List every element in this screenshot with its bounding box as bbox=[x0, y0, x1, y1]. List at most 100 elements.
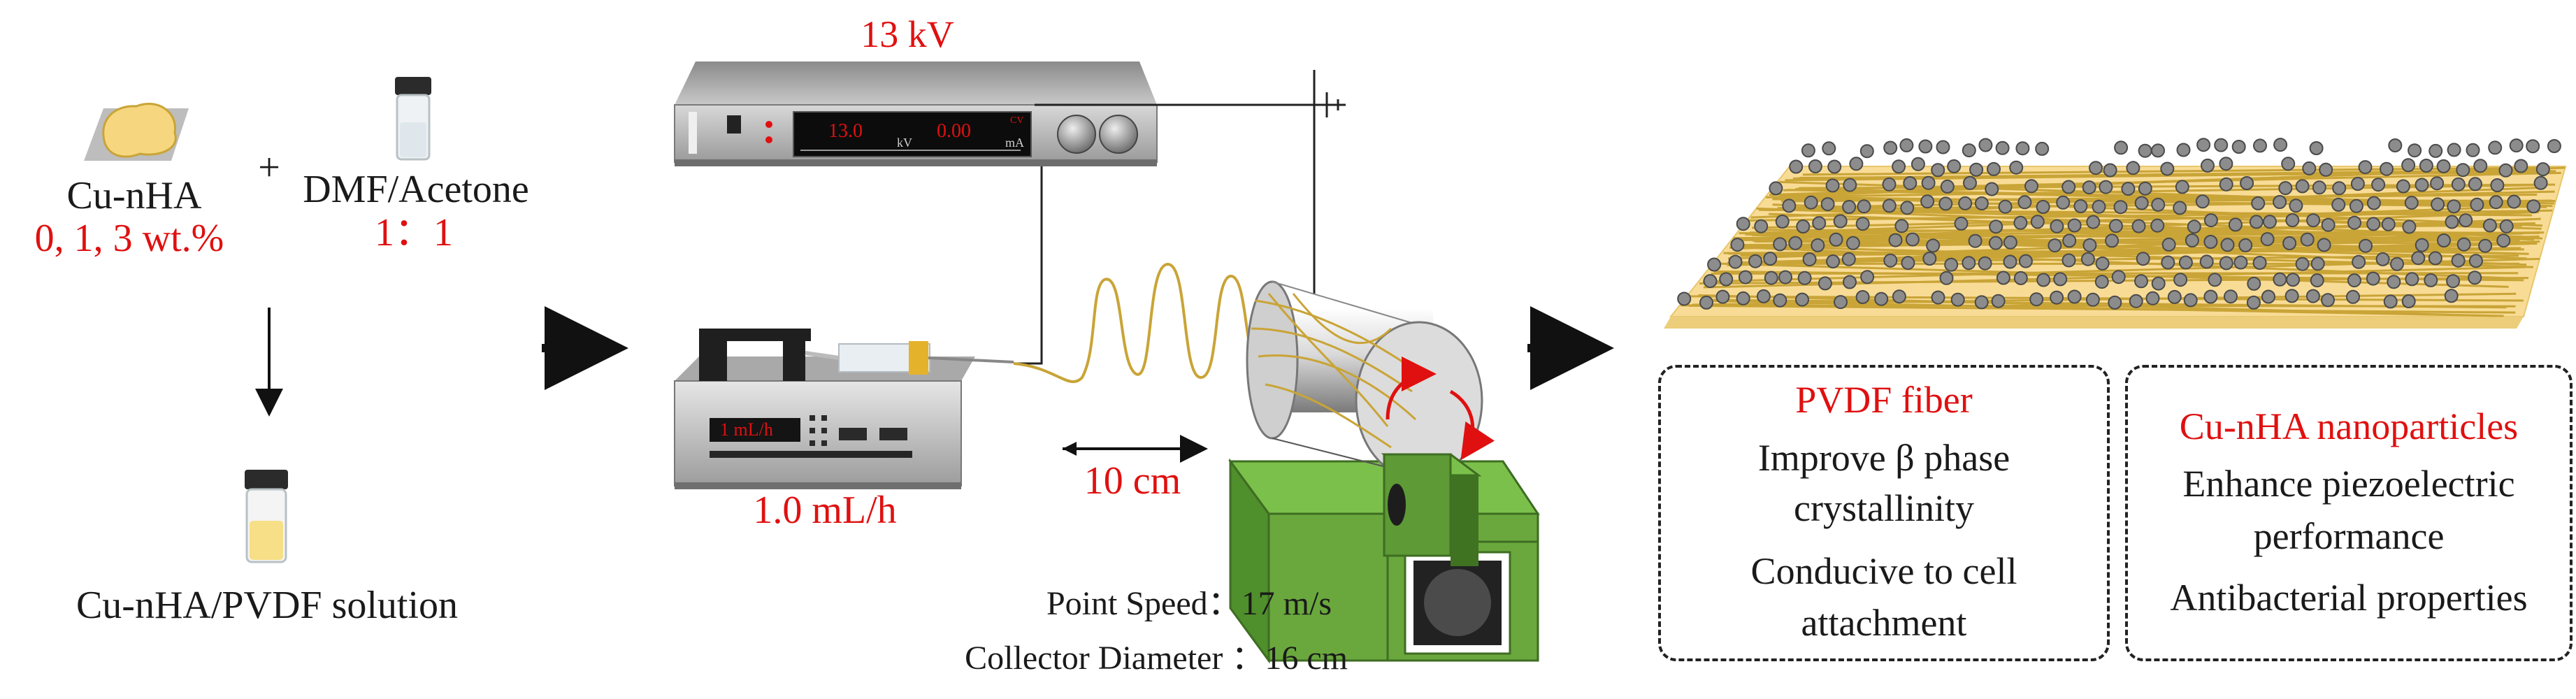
cu-nha-nanoparticle bbox=[2024, 179, 2038, 194]
cu-nha-nanoparticle bbox=[2489, 195, 2503, 210]
cu-nha-nanoparticle bbox=[1699, 295, 1713, 310]
cu-nha-nanoparticle bbox=[1974, 295, 1989, 310]
high-voltage-power-supply bbox=[674, 62, 1158, 166]
cu-nha-nanoparticle bbox=[2067, 289, 2082, 304]
cu-nha-nanoparticle bbox=[1968, 233, 1983, 248]
cu-nha-nanoparticle bbox=[1974, 196, 1989, 210]
cu-nha-nanoparticle bbox=[2048, 238, 2062, 253]
cu-nha-nanoparticle bbox=[2134, 196, 2149, 210]
cu-nha-nanoparticle bbox=[1892, 159, 1906, 174]
rotating-drum-collector bbox=[1228, 280, 1540, 664]
cu-nha-nanoparticle bbox=[1905, 232, 1920, 247]
cu-nha-nanoparticle bbox=[2105, 233, 2120, 248]
cu-nha-nanoparticle bbox=[2305, 289, 2320, 303]
cu-nha-nanoparticle bbox=[1931, 163, 1945, 178]
cu-nha-nanoparticle bbox=[2017, 195, 2032, 210]
cu-nha-nanoparticle bbox=[2321, 217, 2336, 232]
point-speed-label: Point Speed：17 m/s bbox=[1046, 585, 1332, 622]
cu-nha-nanoparticles bbox=[1677, 138, 2561, 310]
cu-nha-nanoparticle bbox=[2273, 272, 2287, 287]
pvdf-fiber-strand bbox=[1752, 209, 2553, 229]
cu-nha-nanoparticle bbox=[1860, 270, 1875, 284]
cu-nha-nanoparticle bbox=[1797, 271, 1812, 285]
cu-nha-nanoparticle bbox=[1795, 292, 1809, 307]
cu-nha-nanoparticle bbox=[2490, 178, 2505, 192]
cu-nha-nanoparticle bbox=[2238, 238, 2253, 252]
cu-nha-nanoparticle bbox=[1857, 199, 1871, 214]
cu-nha-nanoparticle bbox=[2430, 176, 2445, 191]
cu-nha-nanoparticle bbox=[2195, 194, 2210, 209]
cu-nha-nanoparticle bbox=[2470, 197, 2484, 212]
cu-nha-benefit-2: Antibacterial properties bbox=[2170, 577, 2528, 619]
cu-nha-nanoparticle bbox=[1963, 175, 1977, 190]
display-ma-unit: mA bbox=[1005, 136, 1024, 150]
cu-nha-nanoparticle bbox=[2317, 238, 2331, 252]
cu-nha-nanoparticle bbox=[1736, 291, 1750, 305]
cu-nha-nanoparticle bbox=[2380, 161, 2394, 176]
cu-nha-nanoparticle bbox=[2347, 273, 2361, 288]
cu-nha-nanoparticle bbox=[2009, 160, 2024, 175]
cu-nha-powder-icon bbox=[84, 102, 189, 161]
cu-nha-nanoparticle bbox=[2535, 162, 2550, 177]
cu-nha-nanoparticle bbox=[1811, 238, 1825, 252]
cu-nha-nanoparticle bbox=[2151, 143, 2165, 158]
cu-nha-nanoparticle bbox=[2262, 215, 2277, 229]
cu-nha-nanoparticle bbox=[2138, 181, 2152, 196]
cu-nha-nanoparticle bbox=[2498, 163, 2513, 178]
cu-nha-nanoparticle bbox=[2388, 138, 2403, 152]
solvent-ratio: 1：1 bbox=[375, 211, 453, 254]
cu-nha-nanoparticle bbox=[2062, 233, 2077, 248]
cu-nha-nanoparticle bbox=[2405, 272, 2419, 287]
cu-nha-nanoparticle bbox=[1900, 201, 1915, 215]
cu-nha-nanoparticle bbox=[2401, 294, 2416, 308]
cu-nha-nanoparticle bbox=[2219, 177, 2233, 192]
cu-nha-nanoparticle bbox=[1715, 289, 1730, 304]
cu-nha-nanoparticle bbox=[2018, 254, 2033, 268]
cu-nha-nanoparticle bbox=[2228, 217, 2243, 232]
cu-nha-nanoparticle bbox=[1978, 256, 1992, 271]
cu-nha-nanoparticle bbox=[2030, 215, 2045, 229]
cu-nha-nanoparticle bbox=[2094, 275, 2109, 289]
cu-nha-nanoparticle bbox=[2203, 235, 2218, 249]
cu-nha-nanoparticle bbox=[1756, 289, 1771, 303]
cu-nha-nanoparticle bbox=[2233, 255, 2248, 270]
cu-nha-nanoparticle bbox=[2126, 161, 2140, 175]
cu-nha-nanoparticle bbox=[1764, 271, 1778, 285]
ground-symbol-icon bbox=[1313, 70, 1339, 124]
cu-nha-nanoparticle bbox=[1920, 194, 1935, 209]
cu-nha-nanoparticle bbox=[1931, 290, 1945, 305]
supply-knob-right bbox=[1099, 115, 1138, 154]
cu-nha-nanoparticle bbox=[2387, 275, 2401, 289]
cu-nha-nanoparticle bbox=[2082, 180, 2096, 195]
cu-nha-nanoparticle bbox=[2359, 238, 2373, 253]
cu-nha-nanoparticle bbox=[2214, 138, 2229, 152]
cu-nha-nanoparticle bbox=[2196, 138, 2211, 152]
cu-nha-nanoparticle bbox=[1773, 293, 1787, 308]
cu-nha-nanoparticle bbox=[2050, 290, 2064, 305]
cu-nha-nanoparticle bbox=[1985, 182, 1999, 196]
cu-nha-nanoparticle bbox=[1892, 289, 1906, 304]
cu-nha-nanoparticle bbox=[2451, 177, 2466, 192]
cu-nha-nanoparticle bbox=[1843, 178, 1857, 192]
cu-nha-nanoparticle bbox=[1954, 216, 1969, 231]
cu-nha-nanoparticle bbox=[2436, 159, 2451, 173]
cu-nha-nanoparticle bbox=[2121, 182, 2136, 196]
solution-label: Cu-nHA/PVDF solution bbox=[75, 584, 459, 627]
cu-nha-nanoparticle bbox=[1988, 236, 2003, 250]
cu-nha-nanoparticle bbox=[2321, 293, 2335, 308]
cu-nha-nanoparticle bbox=[1849, 157, 1864, 171]
cu-nha-nanoparticle bbox=[1775, 215, 1790, 229]
cu-nha-nanoparticle bbox=[1677, 291, 1692, 306]
cu-nha-nanoparticle bbox=[2085, 292, 2100, 307]
cu-nha-nanoparticle bbox=[1789, 159, 1804, 174]
cu-nha-nanoparticle bbox=[1736, 217, 1750, 231]
cu-nha-nanoparticle bbox=[2488, 140, 2503, 155]
cu-nha-nanoparticle bbox=[1782, 199, 1797, 213]
cu-nha-nanoparticle bbox=[2203, 213, 2218, 228]
cu-nha-nanoparticle bbox=[2346, 289, 2360, 304]
cu-nha-nanoparticle bbox=[1818, 276, 1832, 291]
cu-nha-nanoparticle bbox=[1991, 294, 2006, 308]
cu-nha-nanoparticle bbox=[1728, 254, 1743, 269]
cu-nha-nanoparticle bbox=[2349, 199, 2363, 213]
